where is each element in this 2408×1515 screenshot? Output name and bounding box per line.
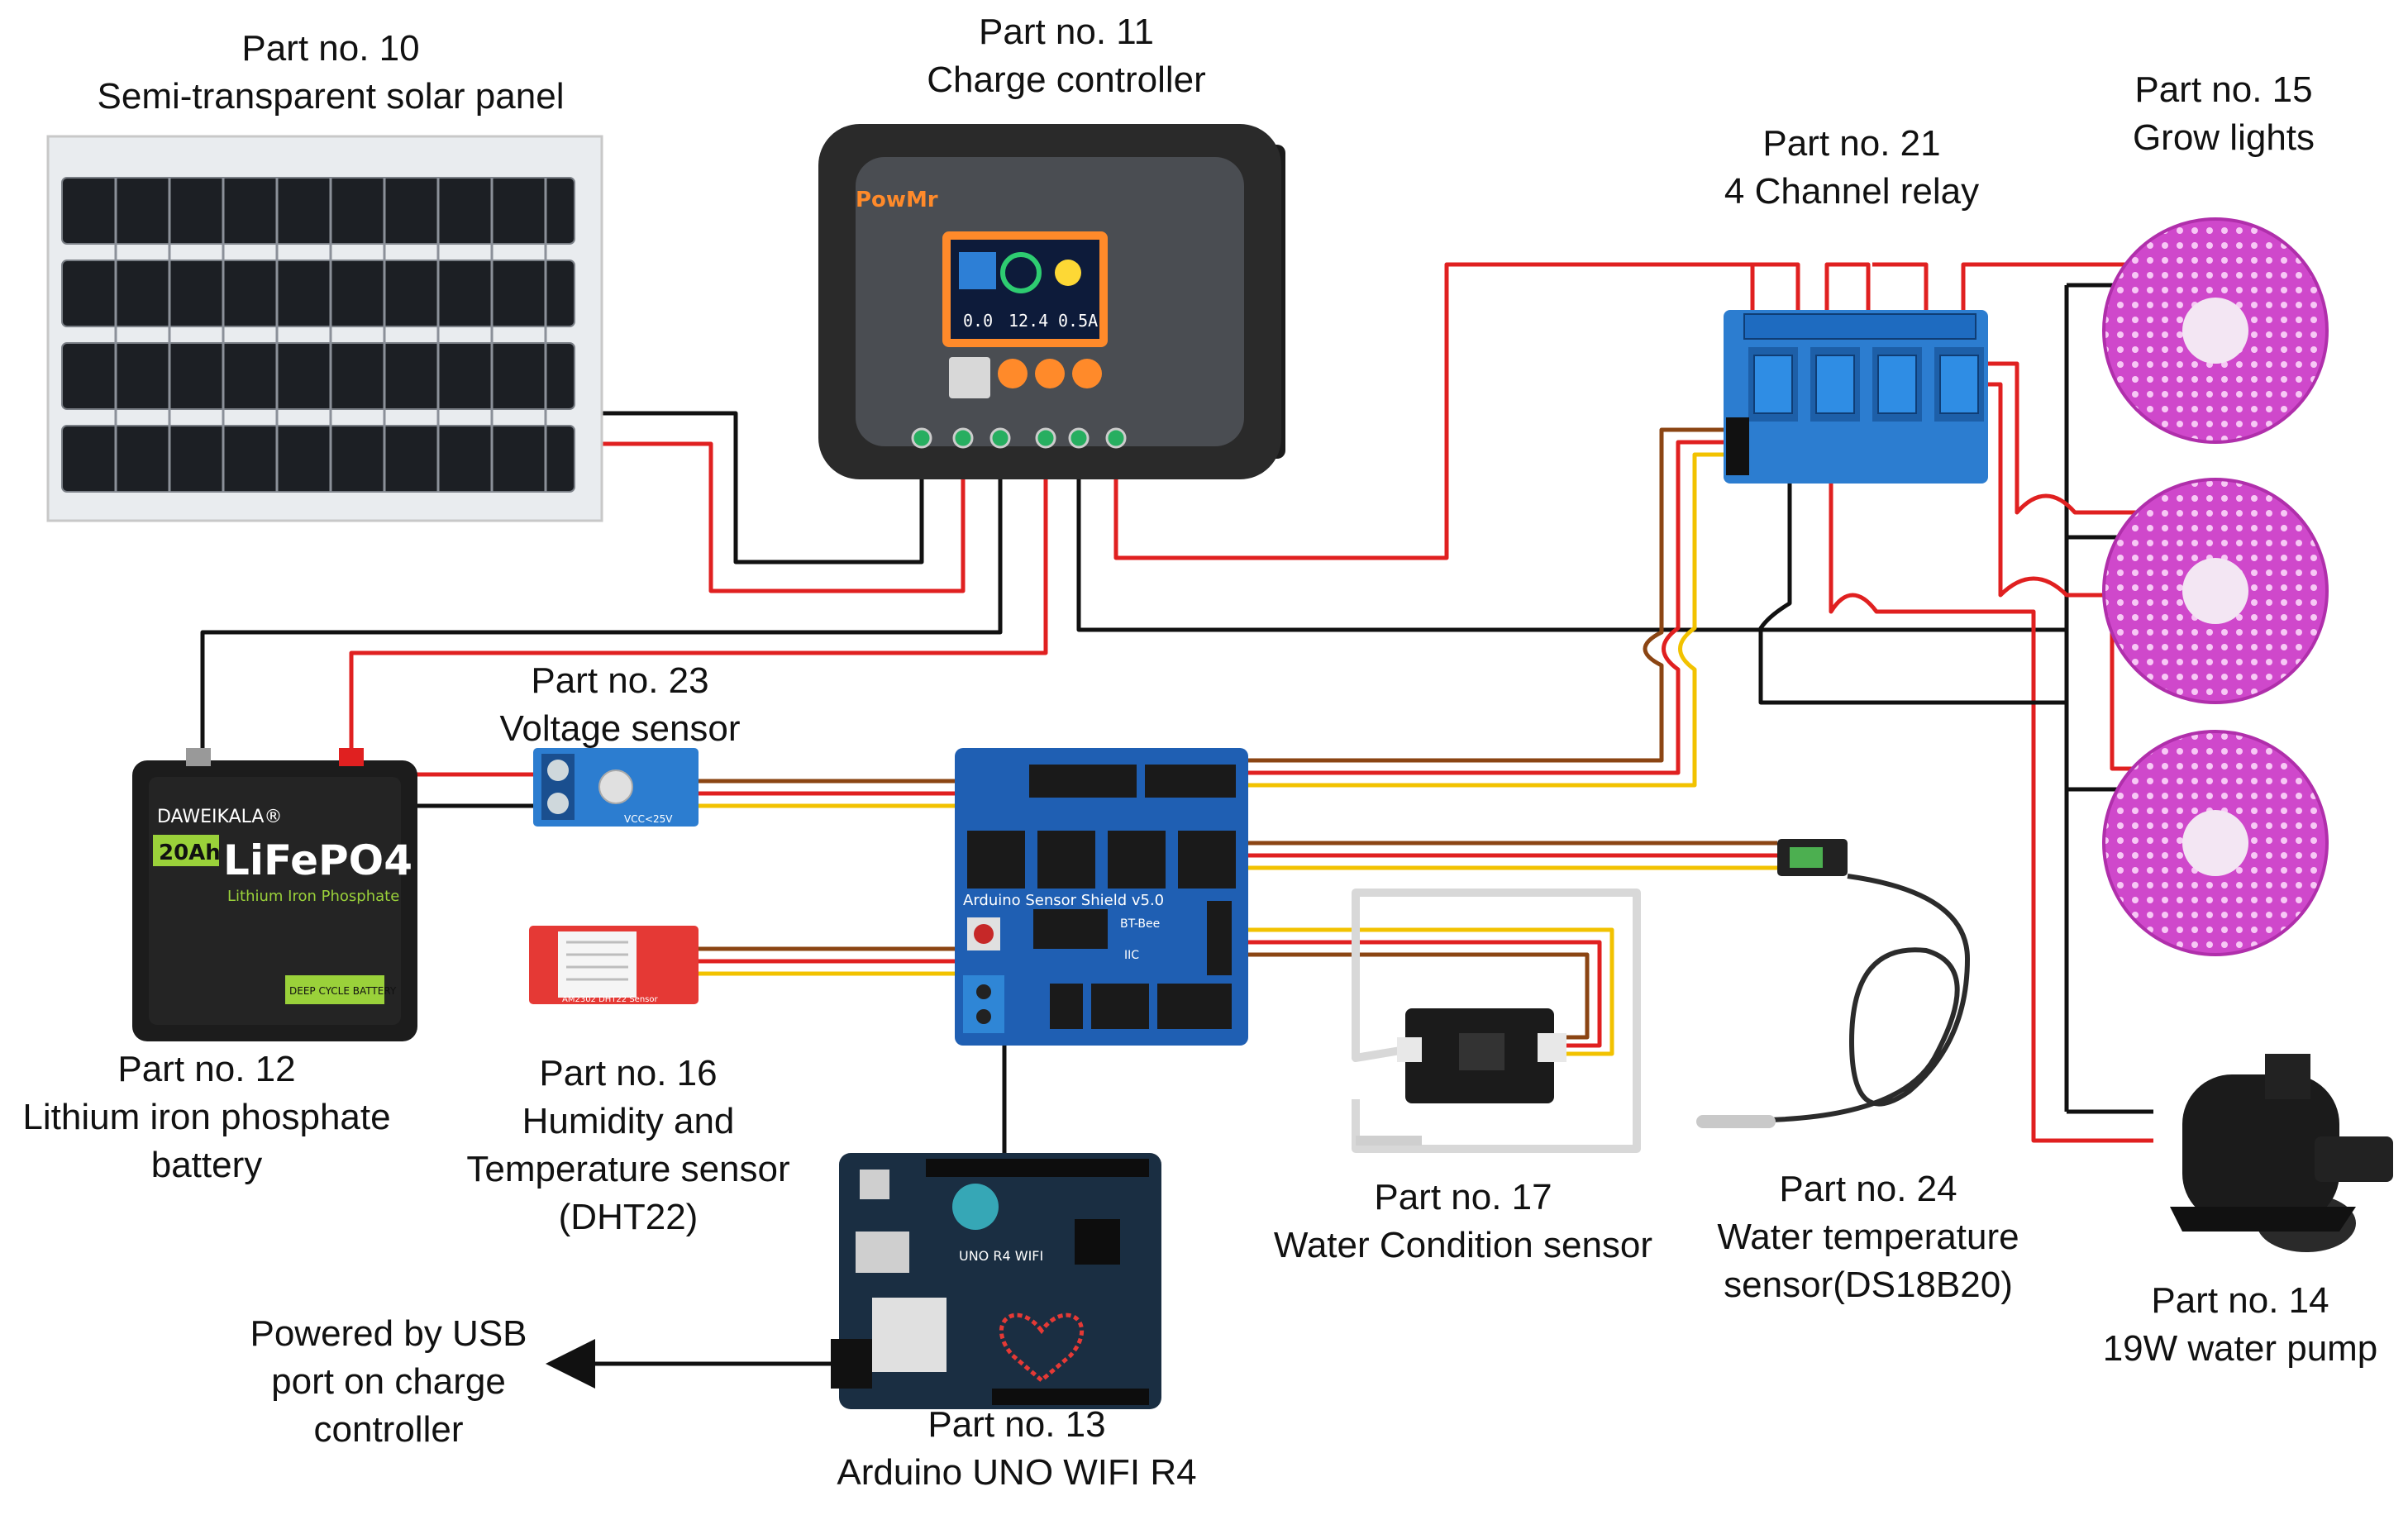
controller-reading-3: 0.5A [1058, 311, 1098, 331]
water-condition-board-icon [1356, 1008, 1566, 1146]
battery-brand: DAWEIKALA® [157, 807, 282, 827]
battery-capacity: 20Ah [159, 841, 221, 865]
relay-board-icon [1724, 310, 1988, 484]
battery-label: Part no. 12 Lithium iron phosphate batte… [22, 1049, 391, 1185]
water-condition-label: Part no. 17 Water Condition sensor [1273, 1177, 1653, 1265]
arrow-left-icon [554, 1355, 570, 1372]
battery-tag: DEEP CYCLE BATTERY [289, 985, 397, 997]
charge-controller-label: Part no. 11 Charge controller [927, 12, 1206, 100]
voltage-sensor-label: Part no. 23 Voltage sensor [499, 660, 741, 749]
temperature-probe-icon [1696, 839, 1848, 1128]
solar-panel-label: Part no. 10 Semi-transparent solar panel [97, 28, 565, 117]
battery-icon: DAWEIKALA® 20Ah LiFePO4 Lithium Iron Pho… [132, 748, 417, 1041]
controller-reading-2: 12.4 [1008, 311, 1048, 331]
water-pump-label: Part no. 14 19W water pump [2102, 1280, 2378, 1369]
arduino-label: Part no. 13 Arduino UNO WIFI R4 [837, 1404, 1197, 1493]
battery-subtitle: Lithium Iron Phosphate [227, 888, 399, 905]
shield-iic: IIC [1124, 949, 1139, 962]
shield-title: Arduino Sensor Shield v5.0 [963, 892, 1164, 909]
led-strip-icon [2102, 217, 2329, 956]
humidity-sensor-label: Part no. 16 Humidity and Temperature sen… [466, 1053, 790, 1237]
grow-lights-label: Part no. 15 Grow lights [2132, 69, 2315, 158]
sensor-shield-icon: Arduino Sensor Shield v5.0 BT-Bee IIC [955, 748, 1248, 1046]
solar-panel-icon [46, 135, 603, 522]
arduino-board-icon: UNO R4 WIFI [831, 1153, 1161, 1409]
battery-chemistry: LiFePO4 [223, 836, 412, 884]
voltage-sensor-icon: VCC<25V [533, 748, 699, 827]
charge-controller-icon: 0.0 12.4 0.5A PowMr [818, 124, 1285, 479]
controller-reading-1: 0.0 [963, 311, 993, 331]
water-temp-label: Part no. 24 Water temperature sensor(DS1… [1717, 1169, 2019, 1305]
water-pump-icon [2170, 1054, 2393, 1252]
dht22-text: AM2302 DHT22 Sensor [562, 995, 658, 1004]
controller-brand: PowMr [856, 188, 938, 212]
usb-power-label: Powered by USB port on charge controller [250, 1313, 527, 1450]
arduino-model-text: UNO R4 WIFI [959, 1248, 1043, 1264]
dht22-sensor-icon: AM2302 DHT22 Sensor [529, 926, 699, 1004]
wires [200, 262, 2153, 1389]
shield-bt: BT-Bee [1120, 917, 1160, 931]
relay-label: Part no. 21 4 Channel relay [1724, 123, 1980, 212]
voltage-sensor-text: VCC<25V [624, 813, 673, 825]
